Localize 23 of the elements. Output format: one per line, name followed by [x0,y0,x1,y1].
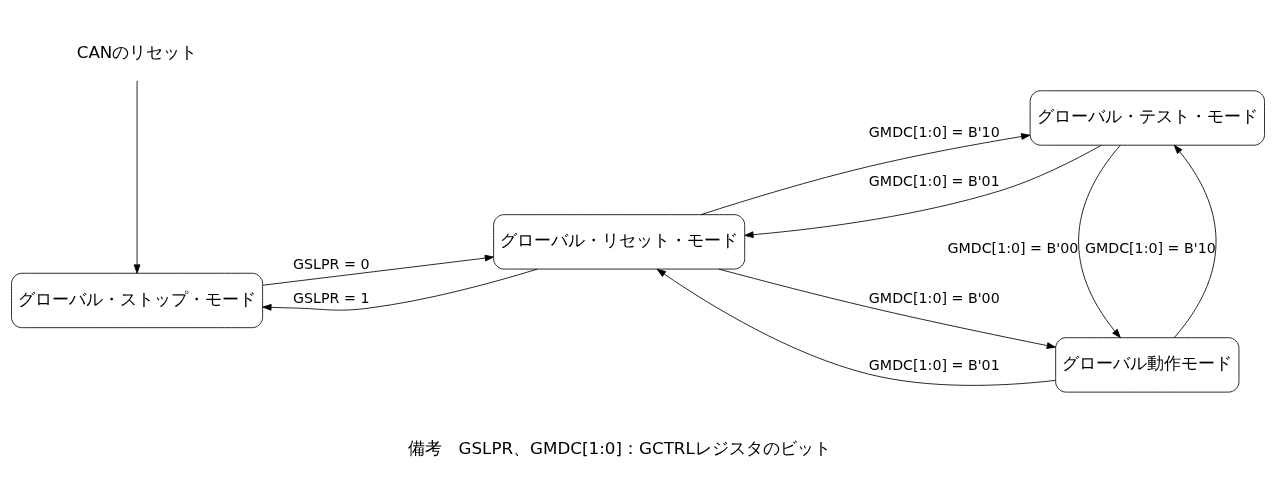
edge-label: GMDC[1:0] = B'00 [868,289,1000,306]
edge-label: GMDC[1:0] = B'01 [868,356,1000,373]
arrow [700,132,1031,215]
node-box: グローバル・テスト・モード [1029,89,1265,146]
edge-label: GMDC[1:0] = B'01 [868,172,1000,189]
arrow [1078,144,1121,338]
arrow [262,254,494,286]
node-box: グローバル動作モード [1055,336,1240,393]
edge-label: GSLPR = 1 [293,289,370,306]
node-text: CANのリセット [76,41,198,62]
edge-label: GMDC[1:0] = B'00 [947,239,1079,256]
edge-label: GSLPR = 0 [293,255,370,272]
arrow [744,144,1102,238]
edge-label: GMDC[1:0] = B'10 [868,123,1000,140]
arrow [1173,144,1217,338]
arrow [656,268,1056,386]
edge-label: GMDC[1:0] = B'10 [1084,239,1216,256]
arrow [718,268,1056,349]
node-box: グローバル・ストップ・モード [11,272,264,328]
arrow [133,79,141,274]
node-box: グローバル・リセット・モード [493,213,746,269]
label: 備考 GSLPR、GMDC[1:0]：GCTRLレジスタのビット [407,437,831,458]
arrow [262,268,538,311]
